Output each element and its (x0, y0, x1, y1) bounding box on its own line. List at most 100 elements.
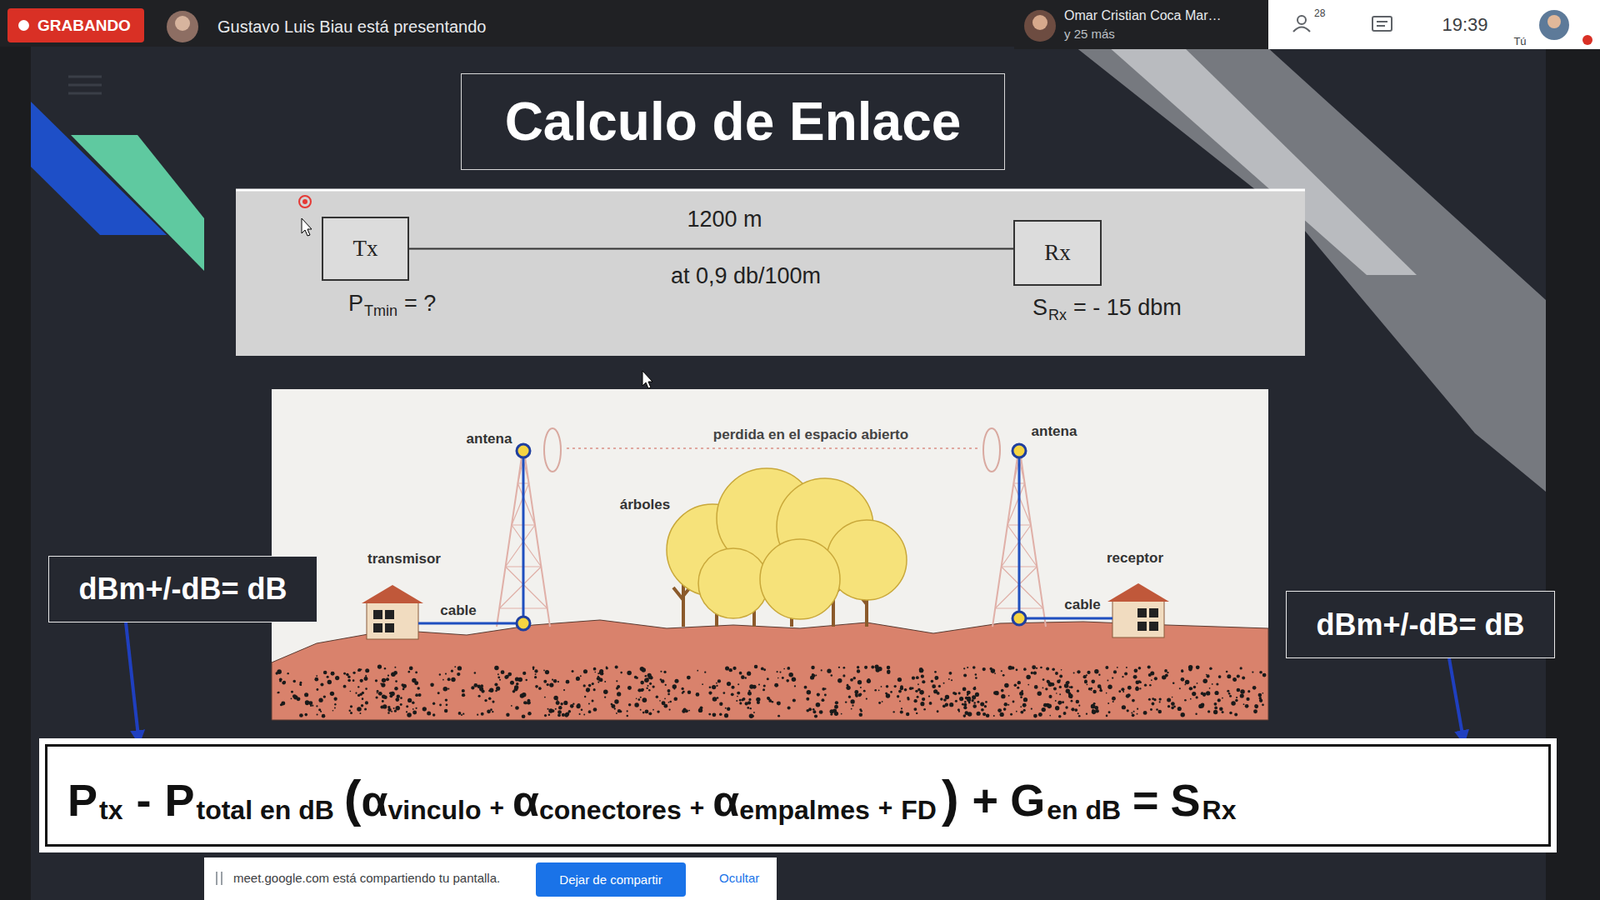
ground-speck (445, 673, 447, 675)
ground-speck (591, 682, 595, 685)
ground-speck (545, 670, 550, 675)
ground-speck (1198, 704, 1203, 709)
ground-speck (1007, 704, 1010, 706)
ground-speck (1012, 700, 1015, 704)
link-annotation: = ? (404, 290, 436, 317)
ground-speck (327, 680, 332, 685)
ground-speck (1034, 685, 1039, 690)
ground-speck (672, 684, 677, 689)
ground-speck (962, 687, 967, 692)
ground-speck (323, 695, 326, 698)
ground-speck (719, 702, 723, 706)
ground-speck (565, 680, 570, 685)
share-bar: Dejar de compartirmeet.google.com está c… (204, 857, 777, 900)
ground-speck (1211, 683, 1214, 685)
ground-speck (950, 679, 953, 681)
connection-dot (1012, 611, 1026, 625)
ground-speck (717, 679, 721, 683)
ground-speck (1020, 705, 1022, 708)
ground-speck (588, 710, 592, 714)
ground-speck (315, 705, 318, 707)
formula-term: empalmes (739, 795, 870, 826)
ground-speck (617, 709, 621, 713)
illustration-label: perdida en el espacio abierto (710, 426, 912, 444)
ground-speck (842, 674, 845, 677)
ground-speck (615, 665, 619, 669)
ground-speck (874, 689, 877, 692)
people-icon (1297, 15, 1306, 25)
ground-speck (365, 700, 369, 705)
ground-speck (824, 688, 826, 690)
tower-leg (496, 445, 550, 627)
ground-speck (1229, 695, 1232, 698)
ground-speck (1010, 713, 1013, 716)
ground-speck (1010, 667, 1012, 670)
ground-speck (604, 696, 606, 699)
avatar-face (1032, 15, 1048, 30)
ground-speck (656, 710, 660, 713)
ground-speck (1121, 705, 1126, 710)
ground-speck (321, 714, 326, 719)
ground-speck (1157, 710, 1162, 715)
ground-speck (597, 681, 600, 684)
ground-speck (599, 677, 604, 682)
ground-speck (649, 675, 653, 680)
ground-speck (1207, 710, 1210, 713)
ground-speck (1149, 684, 1152, 687)
ground-speck (957, 708, 960, 711)
ground-speck (673, 688, 675, 690)
ground-speck (1170, 706, 1175, 710)
formula-term: + (489, 793, 505, 822)
ground-speck (917, 683, 920, 685)
ground-speck (575, 704, 580, 709)
ground-speck (458, 711, 462, 715)
ground-speck (736, 695, 739, 698)
ground-speck (1214, 690, 1219, 695)
ground-speck (949, 671, 953, 675)
ground-speck (709, 685, 712, 689)
ground-speck (1055, 671, 1059, 675)
ground-speck (648, 711, 652, 715)
ground-speck (1113, 670, 1117, 674)
ground-speck (976, 700, 980, 704)
ground-speck (739, 671, 743, 675)
formula-term: S (1170, 774, 1201, 826)
ground-speck (1185, 680, 1190, 685)
ground-speck (1121, 675, 1124, 678)
antenna-tower (992, 445, 1046, 627)
ground-speck (544, 696, 546, 699)
ground-speck (489, 688, 494, 693)
ground-speck (580, 675, 582, 677)
ground-speck (846, 684, 850, 687)
ground-speck (409, 666, 414, 671)
ground-speck (750, 707, 752, 710)
ground-speck (659, 700, 661, 702)
ground-speck (1078, 715, 1081, 718)
ground-speck (380, 682, 382, 685)
ground-speck (850, 678, 854, 682)
ground-speck (387, 675, 390, 677)
ground-speck (945, 695, 950, 700)
ground-speck (505, 713, 510, 717)
ground-speck (1055, 705, 1060, 710)
ground-speck (593, 667, 597, 671)
ground-speck (1124, 672, 1128, 676)
node-text: Rx (1044, 240, 1071, 266)
ground-speck (640, 709, 642, 711)
ground-speck (966, 694, 969, 696)
avatar-face (1547, 15, 1561, 29)
ground-speck (626, 710, 629, 712)
ground-speck (1030, 671, 1034, 675)
ground-speck (359, 712, 361, 715)
ground-speck (614, 699, 619, 704)
ground-speck (557, 713, 561, 717)
ground-speck (377, 664, 382, 669)
ground-speck (390, 671, 396, 677)
ground-speck (1240, 666, 1243, 670)
ground-speck (1218, 675, 1222, 679)
ground-speck (905, 712, 910, 716)
ground-speck (1046, 680, 1050, 684)
ground-speck (1059, 679, 1061, 681)
ground-speck (1033, 671, 1037, 675)
ground-speck (857, 680, 862, 685)
